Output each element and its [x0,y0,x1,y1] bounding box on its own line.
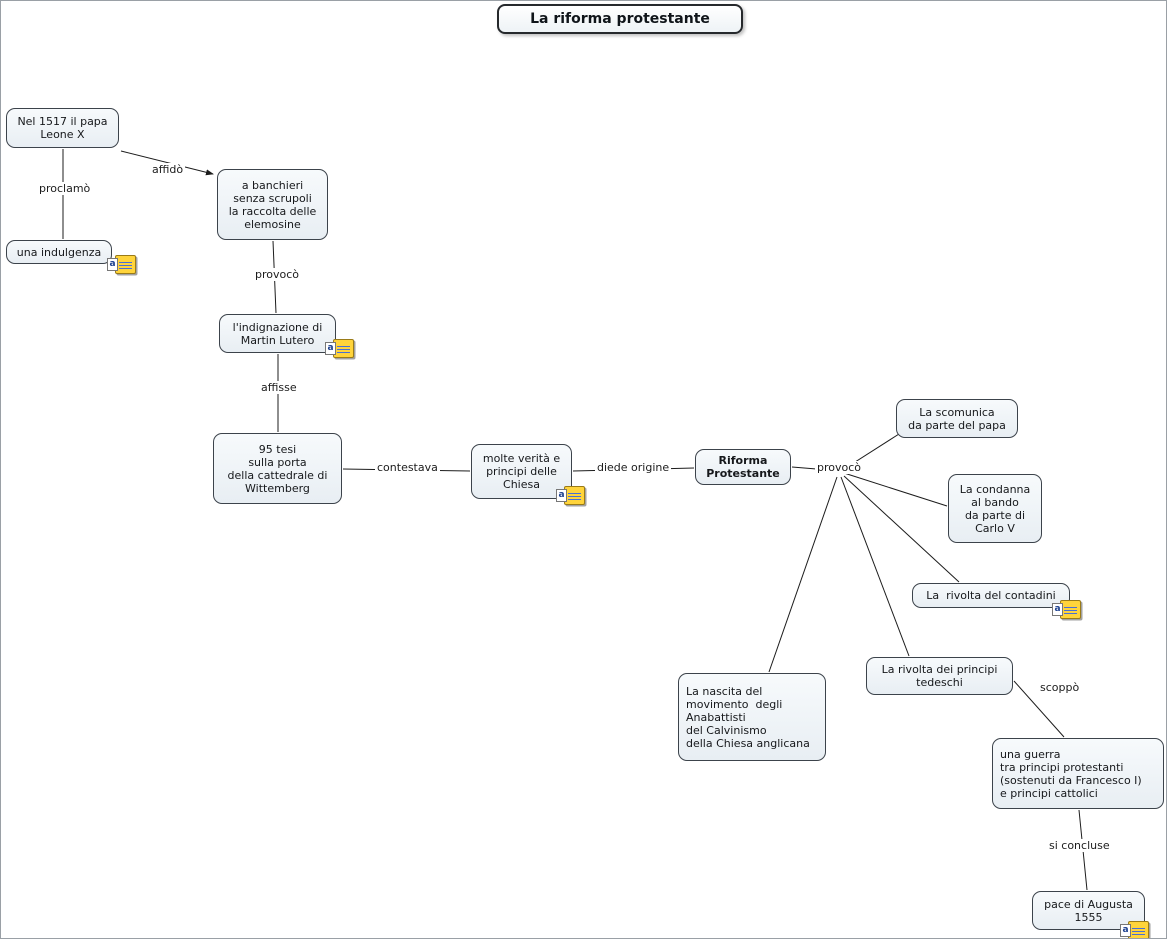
attachment-note-paper [564,486,585,505]
node-indignazione-lutero[interactable]: l'indignazione di Martin Lutero [219,314,336,353]
attachment-letter: a [1120,924,1131,937]
attachment-icon[interactable]: a [556,486,586,506]
attachment-letter: a [107,258,118,271]
attachment-letter: a [325,342,336,355]
node-banchieri[interactable]: a banchieri senza scrupoli la raccolta d… [217,169,328,240]
link-label-affido[interactable]: affidò [150,163,186,176]
link-label-contestava[interactable]: contestava [375,461,440,474]
node-rivolta-principi-tedeschi[interactable]: La rivolta dei principi tedeschi [866,657,1013,695]
node-pace-augusta[interactable]: pace di Augusta 1555 [1032,891,1145,930]
attachment-icon[interactable]: a [1120,921,1150,938]
attachment-icon[interactable]: a [1052,600,1082,620]
link-label-affisse[interactable]: affisse [259,381,299,394]
link-label-diede-origine[interactable]: diede origine [595,461,672,474]
node-verita-principi-chiesa[interactable]: molte verità e principi delle Chiesa [471,444,572,499]
link-label-si-concluse[interactable]: si concluse [1047,839,1112,852]
link-label-proclamo[interactable]: proclamò [37,182,93,195]
node-nascita-movimenti[interactable]: La nascita del movimento degli Anabattis… [678,673,826,761]
attachment-icon[interactable]: a [107,255,137,275]
attachment-note-paper [115,255,136,274]
map-title: La riforma protestante [497,4,743,34]
attachment-note-paper [333,339,354,358]
attachment-letter: a [1052,603,1063,616]
node-riforma-protestante[interactable]: Riforma Protestante [695,449,791,485]
node-scomunica-papa[interactable]: La scomunica da parte del papa [896,399,1018,438]
node-papa-leone-x[interactable]: Nel 1517 il papa Leone X [6,108,119,148]
attachment-letter: a [556,489,567,502]
node-guerra-principi[interactable]: una guerra tra principi protestanti (sos… [992,738,1164,809]
node-condanna-carlo-v[interactable]: La condanna al bando da parte di Carlo V [948,474,1042,543]
attachment-note-paper [1128,921,1149,938]
node-una-indulgenza[interactable]: una indulgenza [6,240,112,264]
link-label-provoco-2[interactable]: provocò [815,461,864,474]
link-label-scoppo[interactable]: scoppò [1038,681,1082,694]
node-rivolta-contadini[interactable]: La rivolta del contadini [912,583,1070,608]
attachment-note-paper [1060,600,1081,619]
attachment-icon[interactable]: a [325,339,355,359]
link-label-provoco-1[interactable]: provocò [253,268,302,281]
node-95-tesi[interactable]: 95 tesi sulla porta della cattedrale di … [213,433,342,504]
